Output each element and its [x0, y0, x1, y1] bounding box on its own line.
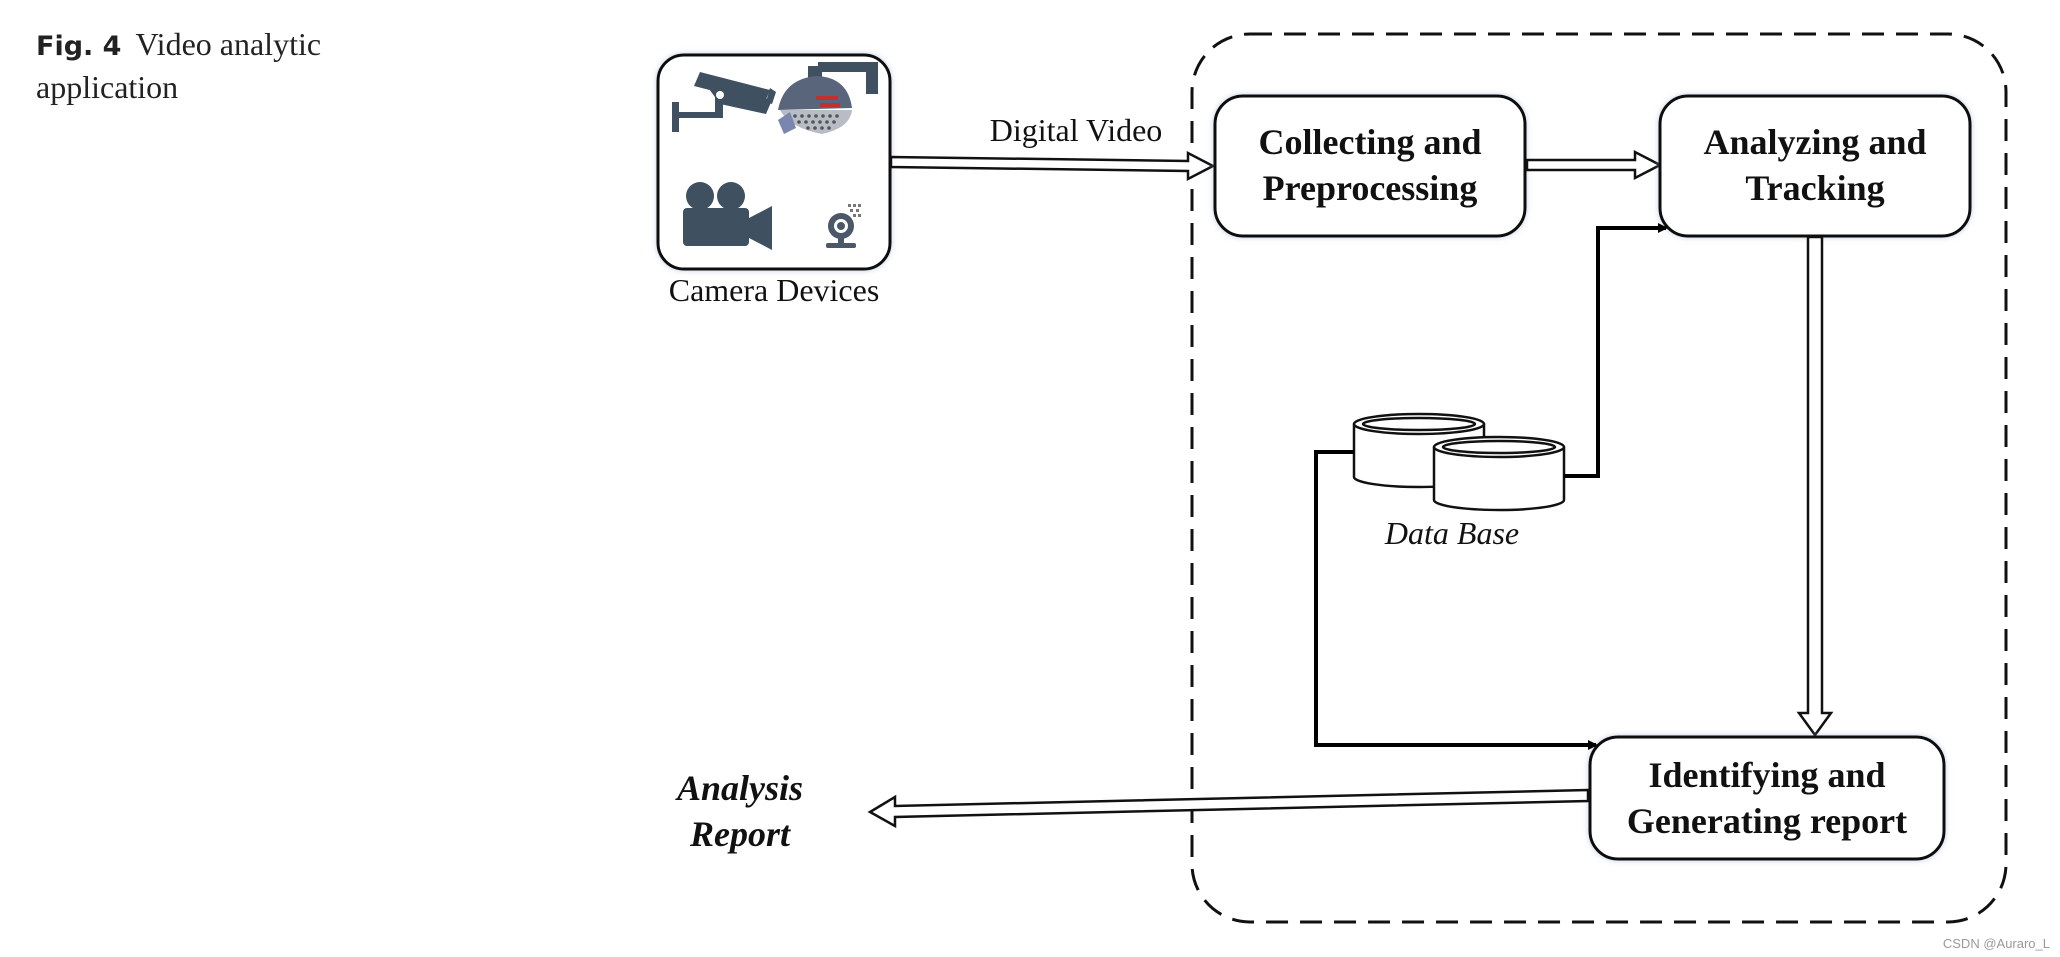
security-camera-icon	[672, 72, 776, 132]
analysis-report-line-2: Report	[689, 814, 791, 854]
collecting-preprocessing-box	[1213, 94, 1527, 238]
collecting-line-1: Collecting and	[1258, 122, 1481, 162]
identifying-line-1: Identifying and	[1648, 755, 1885, 795]
report-output-arrow	[867, 788, 1590, 829]
webcam-icon	[826, 204, 861, 248]
system-boundary	[1190, 32, 2008, 924]
camera-devices	[656, 53, 892, 271]
analyzing-line-1: Analyzing and	[1703, 122, 1926, 162]
collecting-to-analyzing-arrow	[1525, 149, 1663, 181]
analyzing-line-2: Tracking	[1745, 168, 1884, 208]
analyzing-to-identifying-arrow	[1796, 235, 1834, 738]
dome-camera-icon	[778, 62, 878, 134]
figure-label: Fig. 4	[36, 31, 122, 62]
database-icon	[1352, 412, 1566, 512]
digital-video-arrow	[889, 150, 1216, 182]
digital-video-label: Digital Video	[990, 112, 1163, 148]
database-label: Data Base	[1384, 515, 1519, 551]
identifying-report-box	[1588, 735, 1946, 861]
analyzing-tracking-box	[1658, 94, 1972, 238]
camera-devices-label: Camera Devices	[669, 272, 880, 308]
identifying-line-2: Generating report	[1627, 801, 1907, 841]
video-camera-icon	[683, 182, 772, 250]
collecting-line-2: Preprocessing	[1263, 168, 1478, 208]
analysis-report-line-1: Analysis	[675, 768, 803, 808]
figure-caption-text: Video analytic application	[36, 26, 322, 105]
watermark: CSDN @Auraro_L	[1942, 936, 2050, 951]
database-to-analyzing-connector	[1564, 223, 1668, 478]
database-to-identifying-connector	[1314, 450, 1598, 750]
